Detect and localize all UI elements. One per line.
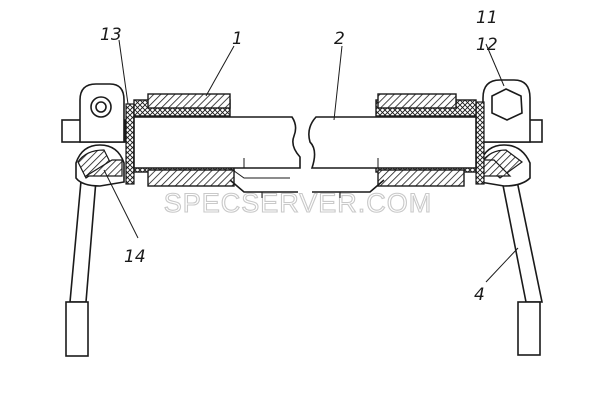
right-clamp bbox=[477, 79, 543, 187]
left-clamp bbox=[61, 83, 126, 187]
callout-14: 14 bbox=[124, 247, 146, 267]
shaft-right-piece bbox=[308, 116, 477, 198]
callout-1: 1 bbox=[232, 29, 243, 49]
callout-12: 12 bbox=[476, 35, 498, 55]
callout-13: 13 bbox=[100, 25, 122, 45]
callout-2: 2 bbox=[334, 29, 345, 49]
shaft-left-piece bbox=[133, 116, 301, 198]
callout-11: 11 bbox=[476, 8, 498, 28]
callout-4: 4 bbox=[474, 285, 485, 305]
lever-4 bbox=[498, 168, 543, 356]
left-lever bbox=[65, 168, 97, 357]
leader-lines bbox=[103, 39, 519, 283]
